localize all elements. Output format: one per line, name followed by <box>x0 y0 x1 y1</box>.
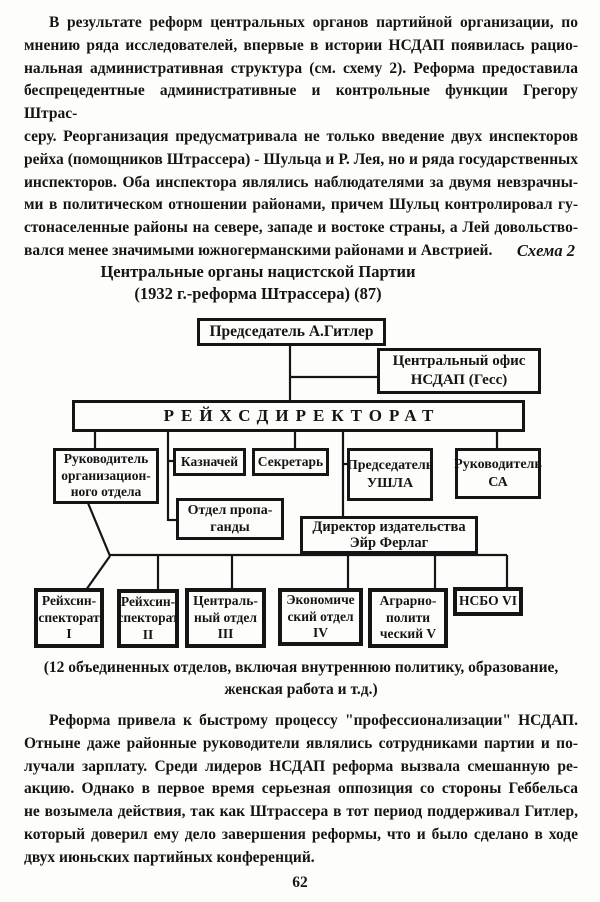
node-reichsinspectorate-1: Рейхсин- спекторат I <box>34 588 104 648</box>
page-number: 62 <box>292 874 308 891</box>
paragraph-line: мнению ряда исследователей, впервые в ис… <box>24 36 578 54</box>
node-label: УШЛА <box>366 475 414 491</box>
node-label: II <box>142 626 154 642</box>
node-central-department-3: Централь- ный отдел III <box>185 588 266 648</box>
node-label: РЕЙХСДИРЕКТОРАТ <box>163 405 441 425</box>
node-label: Эйр Ферлаг <box>349 535 429 551</box>
node-label: Руководитель <box>454 456 542 472</box>
node-reichsdirektorat: РЕЙХСДИРЕКТОРАТ <box>72 400 525 432</box>
node-label: ганды <box>210 520 250 535</box>
paragraph-line: рейха (помощников Штрассера) - Шульца и … <box>24 150 578 168</box>
chart-title-line2: (1932 г.-реформа Штрассера) (87) <box>134 284 382 303</box>
node-eher-verlag-director: Директор издательства Эйр Ферлаг <box>300 516 478 554</box>
bottom-paragraph: Реформа привела к быстрому процессу "про… <box>24 710 578 870</box>
node-agrarian-political-5: Аграрно- полити ческий V <box>368 588 448 648</box>
paragraph-line: Реформа привела к быстрому процессу "про… <box>49 712 578 729</box>
node-label: ский отдел IV <box>287 608 354 641</box>
node-label: Секретарь <box>257 453 324 469</box>
node-label: спекторат <box>117 610 179 626</box>
node-org-department-head: Руководитель организацион- ного отдела <box>53 448 159 504</box>
node-label: Председатель <box>346 457 434 473</box>
paragraph-line: который доверил ему дело завершения рефо… <box>24 825 578 843</box>
node-label: Рейхсин- <box>41 593 97 609</box>
paragraph-line: лучали зарплату. Среди лидеров НСДАП реф… <box>24 757 578 775</box>
node-ushla-chairman: Председатель УШЛА <box>347 448 433 501</box>
paragraph-line: стонаселенные районы на севере, западе и… <box>24 219 578 237</box>
paragraph-line: ми в политическом отношении районами, пр… <box>24 196 578 214</box>
schema-label: Схема 2 <box>516 241 575 260</box>
node-label: полити <box>385 609 431 625</box>
paragraph-line: серу. Реорганизация предусматривала не т… <box>24 127 578 145</box>
top-paragraph: В результате реформ центральных органов … <box>24 12 578 263</box>
node-label: НСДАП (Гесс) <box>410 372 508 388</box>
node-secretary: Секретарь <box>252 448 329 476</box>
node-label: Централь- <box>193 593 258 609</box>
node-label: Экономиче <box>286 592 355 608</box>
node-central-office: Центральный офис НСДАП (Гесс) <box>377 348 541 394</box>
node-nsbo-6: НСБО VI <box>453 587 523 616</box>
paragraph-line: двух июньских партийных конференций. <box>24 848 315 866</box>
node-label: ного отдела <box>70 484 142 500</box>
node-label: Казначей <box>180 453 239 469</box>
node-label: Руководитель <box>63 451 149 467</box>
chart-caption: (12 объединенных отделов, включая внутре… <box>24 657 578 701</box>
node-label: I <box>66 626 72 642</box>
node-label: спекторат <box>38 609 100 625</box>
chart-title-line1: Центральные органы нацистской Партии <box>100 262 416 281</box>
node-propaganda-department: Отдел пропа- ганды <box>176 498 284 540</box>
node-label: Рейхсин- <box>120 593 176 609</box>
chart-caption-line2: женская работа и т.д.) <box>224 681 378 698</box>
node-chairman-hitler: Председатель А.Гитлер <box>197 318 386 346</box>
node-label: СА <box>488 474 508 490</box>
paragraph-line: нальная административная структура (см. … <box>24 59 578 77</box>
node-label: ный отдел <box>194 609 257 625</box>
node-economic-department-4: Экономиче ский отдел IV <box>278 588 363 646</box>
paragraph-line: В результате реформ центральных органов … <box>49 14 578 31</box>
paragraph-line: вался менее значимыми южногерманскими ра… <box>24 241 493 259</box>
node-reichsinspectorate-2: Рейхсин- спекторат II <box>117 589 179 648</box>
node-label: Аграрно- <box>379 593 437 609</box>
node-label: III <box>217 626 234 642</box>
paragraph-line: беспрецедентные административные и контр… <box>24 82 578 123</box>
node-label: Председатель А.Гитлер <box>209 322 374 340</box>
paragraph-line: не возымела действия, так как Штрассера … <box>24 803 578 821</box>
paragraph-line: инспекторов. Оба инспектора являлись наб… <box>24 173 578 191</box>
node-treasurer: Казначей <box>173 448 246 476</box>
paragraph-line: акцию. Однако в первое время серьезная о… <box>24 780 578 798</box>
node-label: НСБО VI <box>459 593 517 609</box>
node-sa-leader: Руководитель СА <box>454 448 542 499</box>
node-label: организацион- <box>61 467 151 483</box>
paragraph-line: Отныне даже районные руководители являли… <box>24 734 578 752</box>
node-label: Директор издательства <box>312 519 466 535</box>
chart-title: Центральные органы нацистской Партии (19… <box>0 261 516 305</box>
node-label: Отдел пропа- <box>187 503 273 518</box>
chart-caption-line1: (12 объединенных отделов, включая внутре… <box>43 659 559 676</box>
node-label: ческий V <box>379 626 437 642</box>
node-label: Центральный офис <box>392 353 526 369</box>
